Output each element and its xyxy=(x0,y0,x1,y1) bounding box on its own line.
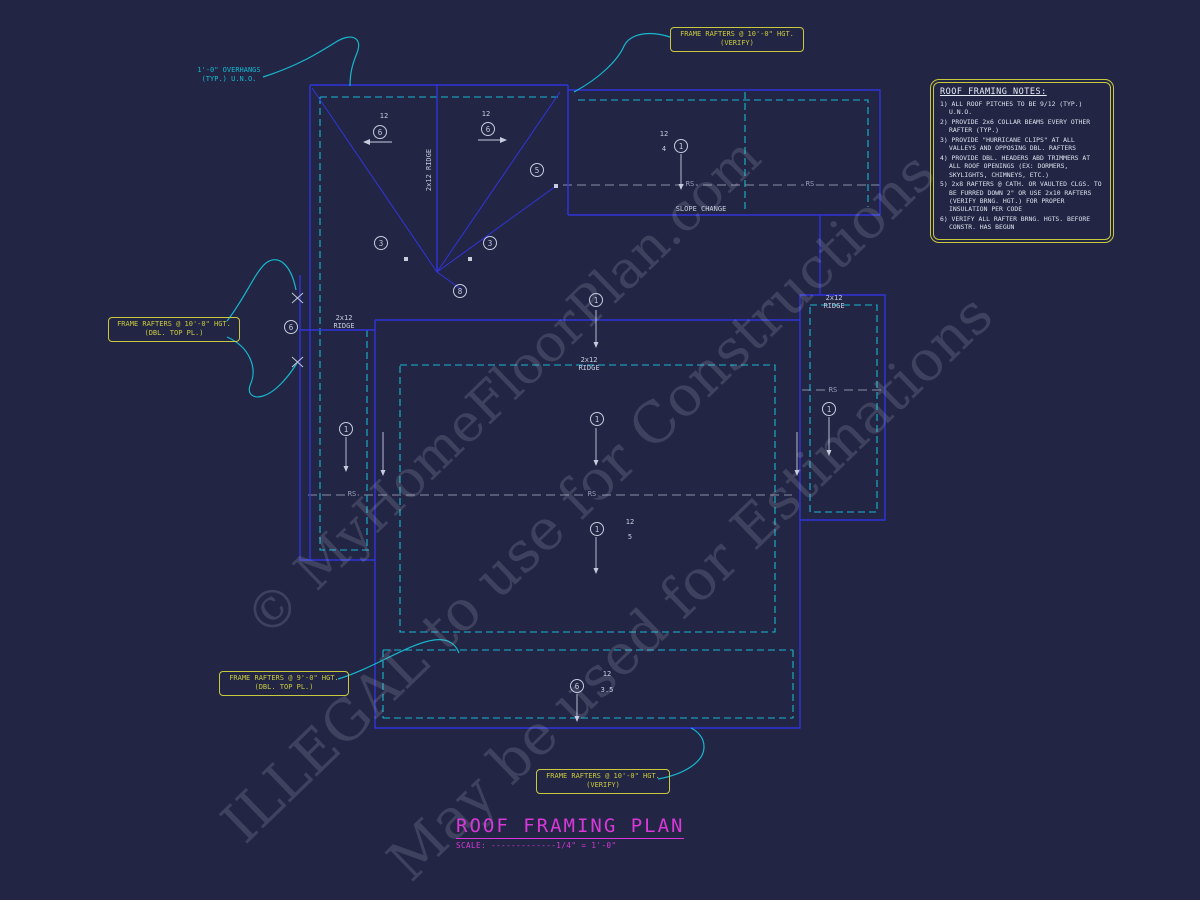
rafter-ref-circle: 8 xyxy=(453,284,467,298)
rafter-ref-circle: 6 xyxy=(570,679,584,693)
overhang-line xyxy=(809,304,878,513)
rafter-ref-circle: 1 xyxy=(590,522,604,536)
rs-label: RS xyxy=(826,385,840,395)
rs-label: RS xyxy=(683,179,697,189)
rafter-ref-circle: 1 xyxy=(590,412,604,426)
slope-pitch-label: 5 xyxy=(627,532,633,541)
hip-line xyxy=(436,91,561,273)
hip-line xyxy=(311,87,438,273)
slope-pitch-label: 12 xyxy=(625,517,635,526)
leader-line xyxy=(337,639,460,680)
joint-markers xyxy=(291,184,558,368)
ridge-label: 2x12 RIDGE xyxy=(333,313,355,330)
note-item: 4) PROVIDE DBL. HEADERS ABD TRIMMERS AT … xyxy=(940,153,1091,179)
callout-frame-rafters-left: FRAME RAFTERS @ 10'-0" HGT. (DBL. TOP PL… xyxy=(108,317,240,342)
leader-line xyxy=(262,36,360,87)
callout-frame-rafters-bottom: FRAME RAFTERS @ 10'-0" HGT. (VERIFY) xyxy=(536,769,670,794)
callout-line: (TYP.) U.N.O. xyxy=(201,75,257,84)
rafter-ref-circle: 1 xyxy=(589,293,603,307)
leader-line xyxy=(657,727,705,780)
note-item: 3) PROVIDE "HURRICANE CLIPS" AT ALL VALL… xyxy=(940,135,1076,153)
callout-line: (DBL. TOP PL.) xyxy=(254,683,314,692)
ridge-label: 2x12 RIDGE xyxy=(823,293,845,310)
slope-change-label: SLOPE CHANGE xyxy=(675,204,727,213)
rs-label: RS xyxy=(803,179,817,189)
rafter-ref-circle: 1 xyxy=(822,402,836,416)
slope-pitch-label: 12 xyxy=(379,111,389,120)
note-item: 5) 2x8 RAFTERS @ CATH. OR VAULTED CLGS. … xyxy=(940,180,1102,214)
callout-line: FRAME RAFTERS @ 10'-0" HGT. xyxy=(680,30,794,38)
notes-title: ROOF FRAMING NOTES: xyxy=(940,87,1047,97)
roof-edge xyxy=(568,89,881,215)
slope-pitch-label: 12 xyxy=(481,109,491,118)
drawing-title: ROOF FRAMING PLAN xyxy=(456,815,685,839)
roof-edge xyxy=(800,294,886,521)
valley-line xyxy=(436,185,557,273)
roof-edge xyxy=(374,320,801,729)
leader-line xyxy=(573,33,671,93)
note-item: 1) ALL ROOF PITCHES TO BE 9/12 (TYP.) U.… xyxy=(940,100,1083,117)
roof-framing-notes-inner: ROOF FRAMING NOTES: 1) ALL ROOF PITCHES … xyxy=(933,82,1111,240)
slope-pitch-label: 4 xyxy=(661,144,667,153)
roof-edge xyxy=(299,275,375,561)
callout-frame-rafters-bottom-left: FRAME RAFTERS @ 9'-0" HGT. (DBL. TOP PL.… xyxy=(219,671,349,696)
roof-framing-notes-box: ROOF FRAMING NOTES: 1) ALL ROOF PITCHES … xyxy=(930,79,1114,243)
overhang-line xyxy=(319,97,370,551)
rs-label: RS xyxy=(345,489,359,499)
note-item: 6) VERIFY ALL RAFTER BRNG. HGTS. BEFORE … xyxy=(940,214,1091,232)
callout-line: FRAME RAFTERS @ 9'-0" HGT. xyxy=(229,674,339,682)
callout-line: FRAME RAFTERS @ 10'-0" HGT. xyxy=(546,772,660,780)
callout-line: FRAME RAFTERS @ 10'-0" HGT. xyxy=(117,320,231,328)
callout-frame-rafters-top: FRAME RAFTERS @ 10'-0" HGT. (VERIFY) xyxy=(670,27,804,52)
rafter-ref-circle: 1 xyxy=(339,422,353,436)
rafter-ref-circle: 3 xyxy=(374,236,388,250)
rafter-ref-circle: 6 xyxy=(373,125,387,139)
ridge-label: 2x12 RIDGE xyxy=(424,148,433,192)
rs-label: RS xyxy=(585,489,599,499)
callout-overhangs: 1'-0" OVERHANGS (TYP.) U.N.O. xyxy=(190,66,268,85)
notes-list: 1) ALL ROOF PITCHES TO BE 9/12 (TYP.) U.… xyxy=(940,100,1104,232)
ridge-label: 2x12 RIDGE xyxy=(578,355,600,372)
callout-line: (VERIFY) xyxy=(720,39,754,48)
drawing-scale: SCALE: -------------1/4" = 1'-0" xyxy=(456,841,617,850)
slope-pitch-label: 12 xyxy=(659,129,669,138)
leader-line xyxy=(226,336,298,398)
callout-line: (VERIFY) xyxy=(586,781,620,790)
leader-line xyxy=(226,259,297,322)
slope-pitch-label: 12 xyxy=(602,669,612,678)
rafter-ref-circle: 3 xyxy=(483,236,497,250)
rafter-direction-arrows xyxy=(343,137,832,722)
rafter-ref-circle: 1 xyxy=(674,139,688,153)
overhang-line xyxy=(399,364,776,633)
callout-line: (DBL. TOP PL.) xyxy=(144,329,204,338)
rafter-ref-circle: 5 xyxy=(530,163,544,177)
callout-line: 1'-0" OVERHANGS xyxy=(197,66,261,74)
rafter-ref-circle: 6 xyxy=(284,320,298,334)
rafter-ref-circle: 6 xyxy=(481,122,495,136)
note-item: 2) PROVIDE 2x6 COLLAR BEAMS EVERY OTHER … xyxy=(940,117,1091,135)
slope-pitch-label: 3.5 xyxy=(600,685,614,694)
overhang-line xyxy=(578,99,869,207)
